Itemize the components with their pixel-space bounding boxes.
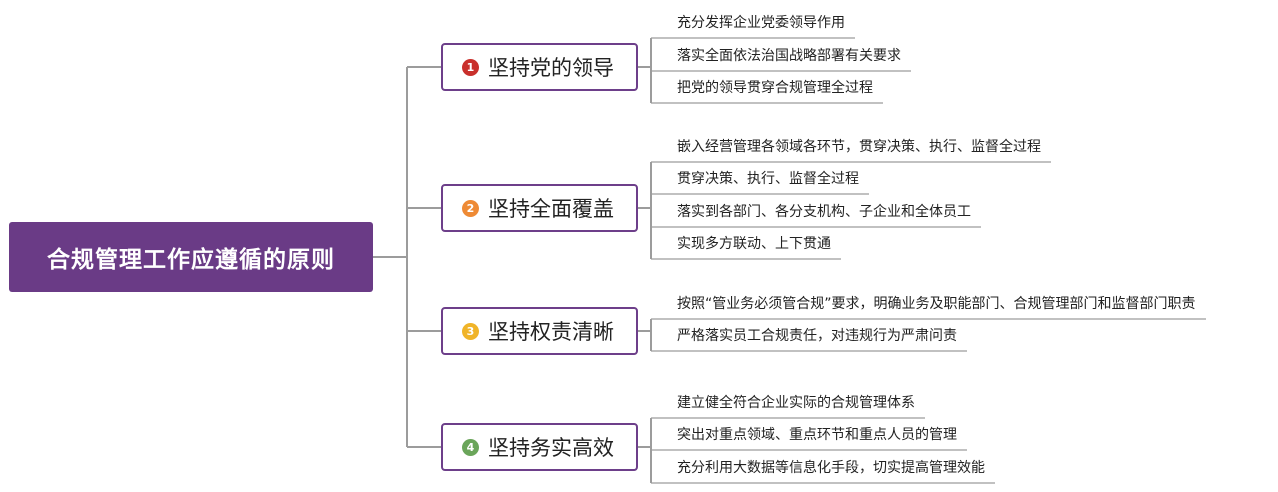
branch-2: 2 坚持全面覆盖: [441, 184, 638, 232]
branch-3: 3 坚持权责清晰: [441, 307, 638, 355]
root-title: 合规管理工作应遵循的原则: [47, 247, 335, 273]
branch-3-item-2: 严格落实员工合规责任，对违规行为严肃问责: [677, 327, 957, 344]
branch-4-item-2: 突出对重点领域、重点环节和重点人员的管理: [677, 426, 957, 443]
branch-2-item-4: 实现多方联动、上下贯通: [677, 235, 831, 252]
branch-4-title: 坚持务实高效: [488, 436, 614, 460]
branch-2-title: 坚持全面覆盖: [488, 197, 614, 221]
branch-4-item-1: 建立健全符合企业实际的合规管理体系: [677, 394, 915, 411]
branch-1-title: 坚持党的领导: [488, 56, 614, 80]
branch-4-item-3: 充分利用大数据等信息化手段，切实提高管理效能: [677, 459, 985, 476]
branch-4: 4 坚持务实高效: [441, 423, 638, 471]
branch-3-item-1: 按照“管业务必须管合规”要求，明确业务及职能部门、合规管理部门和监督部门职责: [677, 295, 1196, 312]
number-4-icon: 4: [462, 438, 479, 456]
branch-1: 1 坚持党的领导: [441, 43, 638, 91]
root-topic: 合规管理工作应遵循的原则: [9, 222, 373, 292]
number-1-icon: 1: [462, 58, 479, 76]
branch-1-item-1: 充分发挥企业党委领导作用: [677, 14, 845, 31]
branch-1-item-3: 把党的领导贯穿合规管理全过程: [677, 79, 873, 96]
branch-2-item-2: 贯穿决策、执行、监督全过程: [677, 170, 859, 187]
number-2-icon: 2: [462, 199, 479, 217]
branch-2-item-1: 嵌入经营管理各领域各环节，贯穿决策、执行、监督全过程: [677, 138, 1041, 155]
branch-1-item-2: 落实全面依法治国战略部署有关要求: [677, 47, 901, 64]
branch-3-title: 坚持权责清晰: [488, 320, 614, 344]
number-3-icon: 3: [462, 322, 479, 340]
branch-2-item-3: 落实到各部门、各分支机构、子企业和全体员工: [677, 203, 971, 220]
